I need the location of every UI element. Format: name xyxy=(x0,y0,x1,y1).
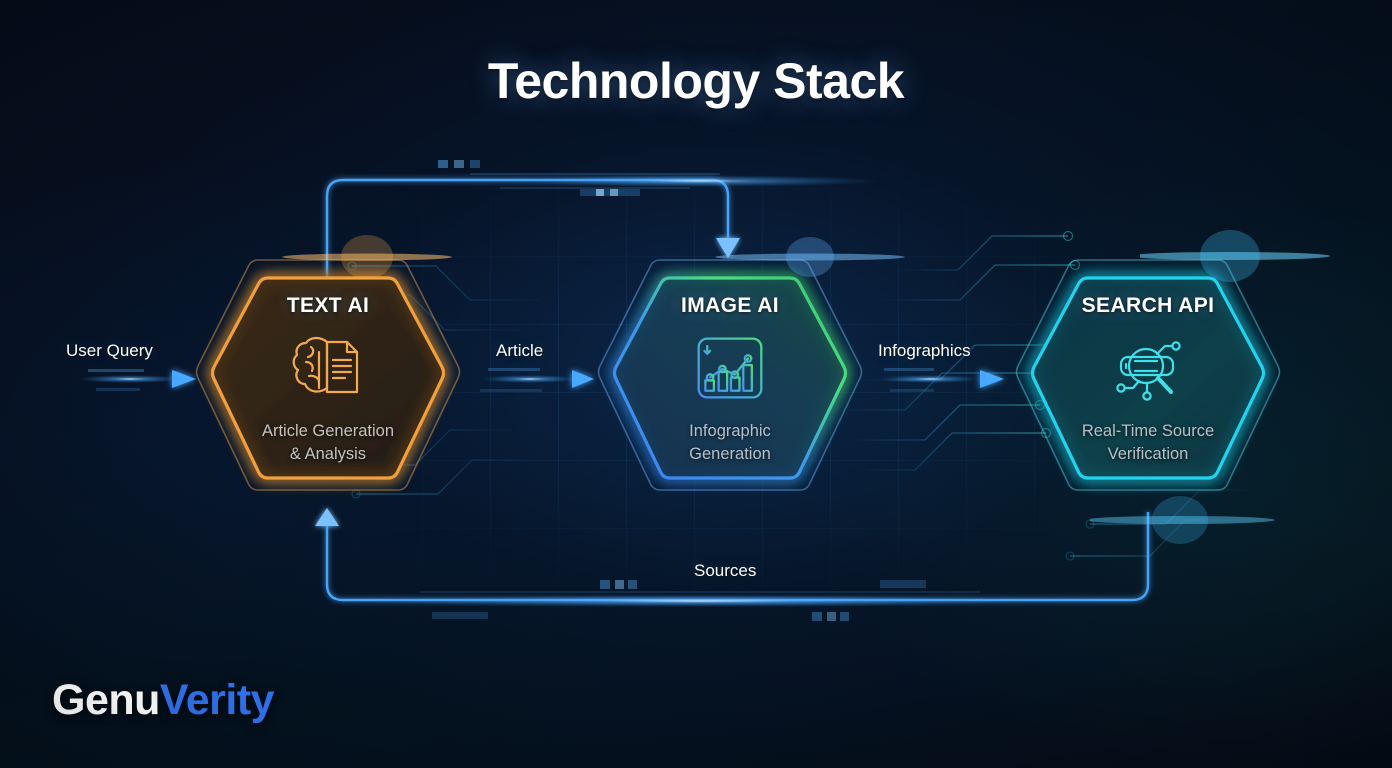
diagram-canvas: Technology Stack TEXT AI xyxy=(0,0,1392,768)
vignette-overlay xyxy=(0,0,1392,768)
